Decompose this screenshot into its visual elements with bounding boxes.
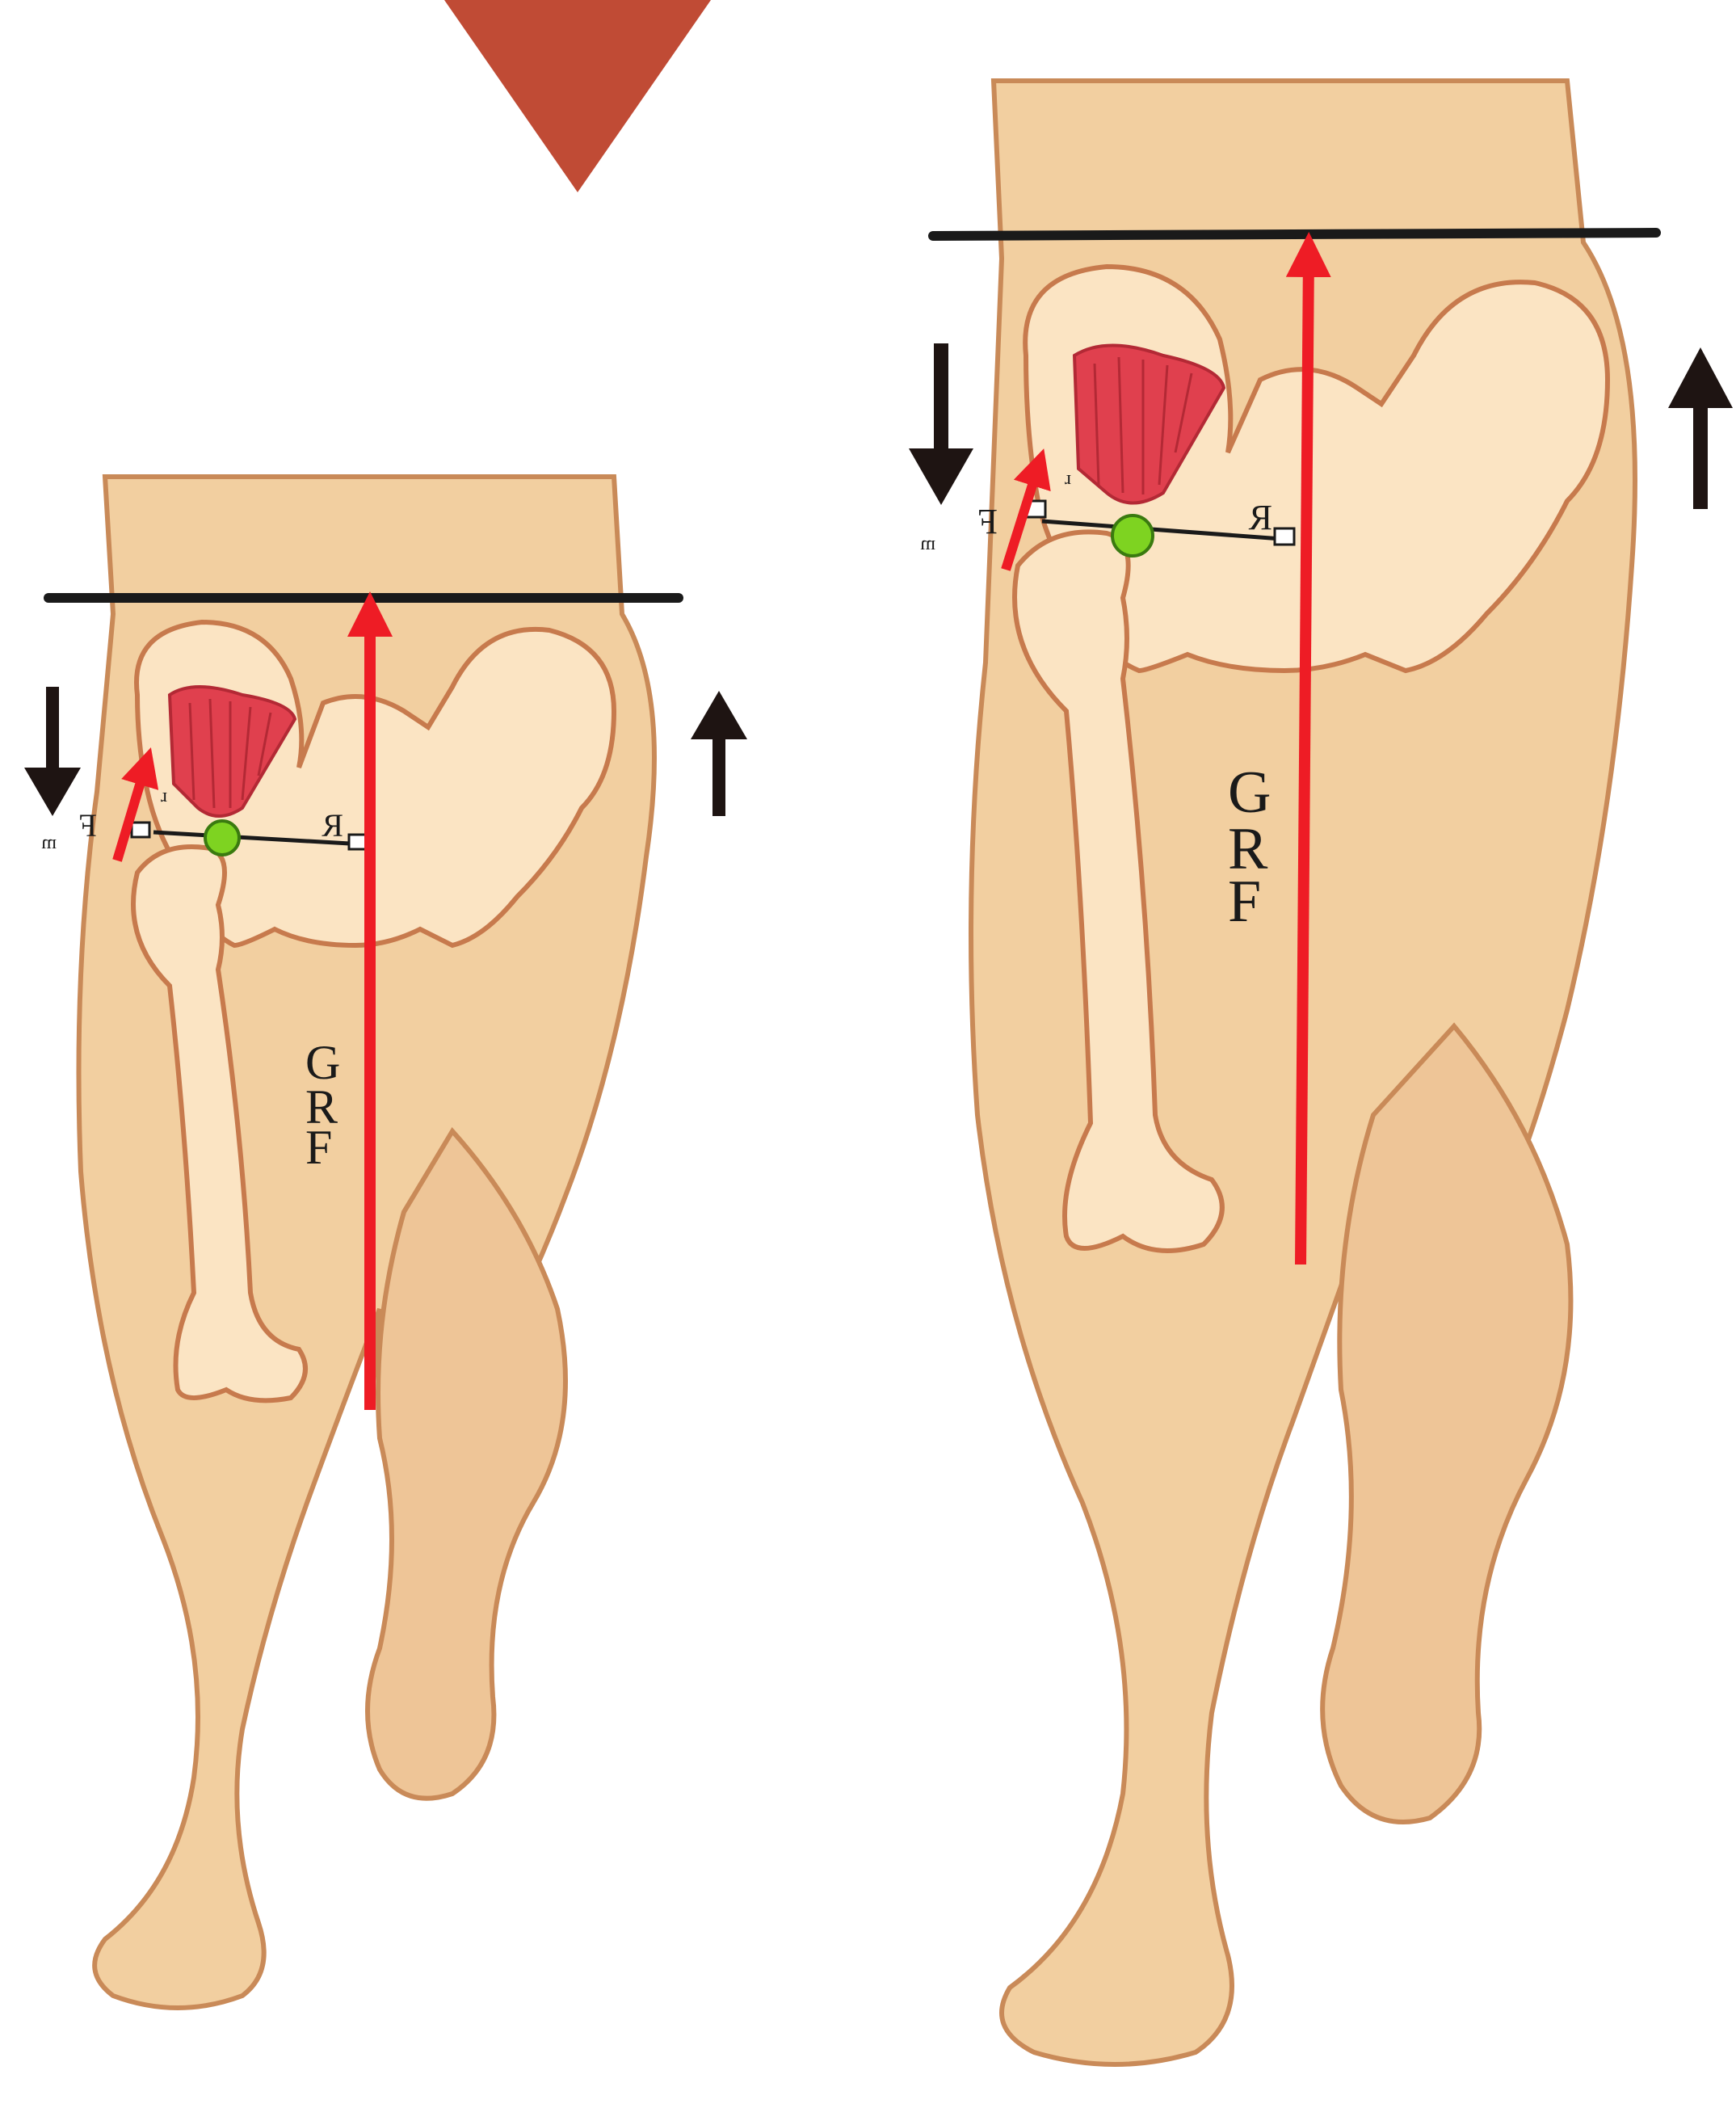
right-r-label: R xyxy=(1248,498,1272,537)
hip-joint-pivot-icon xyxy=(1112,515,1153,556)
hip-joint-pivot-icon xyxy=(205,821,239,855)
arrow-down-icon xyxy=(909,343,973,505)
right-fm-label: F xyxy=(978,502,998,541)
left-grf-letter-f: F xyxy=(305,1121,332,1174)
right-pelvis-level-line xyxy=(933,233,1656,236)
triangle-marker-icon xyxy=(444,0,711,192)
arrow-down-icon xyxy=(24,687,81,816)
left-r-label: R xyxy=(322,807,343,844)
right-grf-letter-f: F xyxy=(1228,869,1261,935)
left-figure: G R F F m r R xyxy=(24,477,747,2008)
arrow-up-icon xyxy=(691,691,747,816)
right-grf-arrow xyxy=(1301,255,1309,1265)
right-rm-label: r xyxy=(1065,470,1071,491)
left-fm-subscript: m xyxy=(41,832,57,853)
left-fm-label: F xyxy=(79,807,97,844)
right-figure: G R F F m r R xyxy=(909,81,1733,2064)
right-fm-subscript: m xyxy=(920,533,935,554)
left-rm-label: r xyxy=(161,788,167,809)
arrow-up-icon xyxy=(1668,347,1733,509)
